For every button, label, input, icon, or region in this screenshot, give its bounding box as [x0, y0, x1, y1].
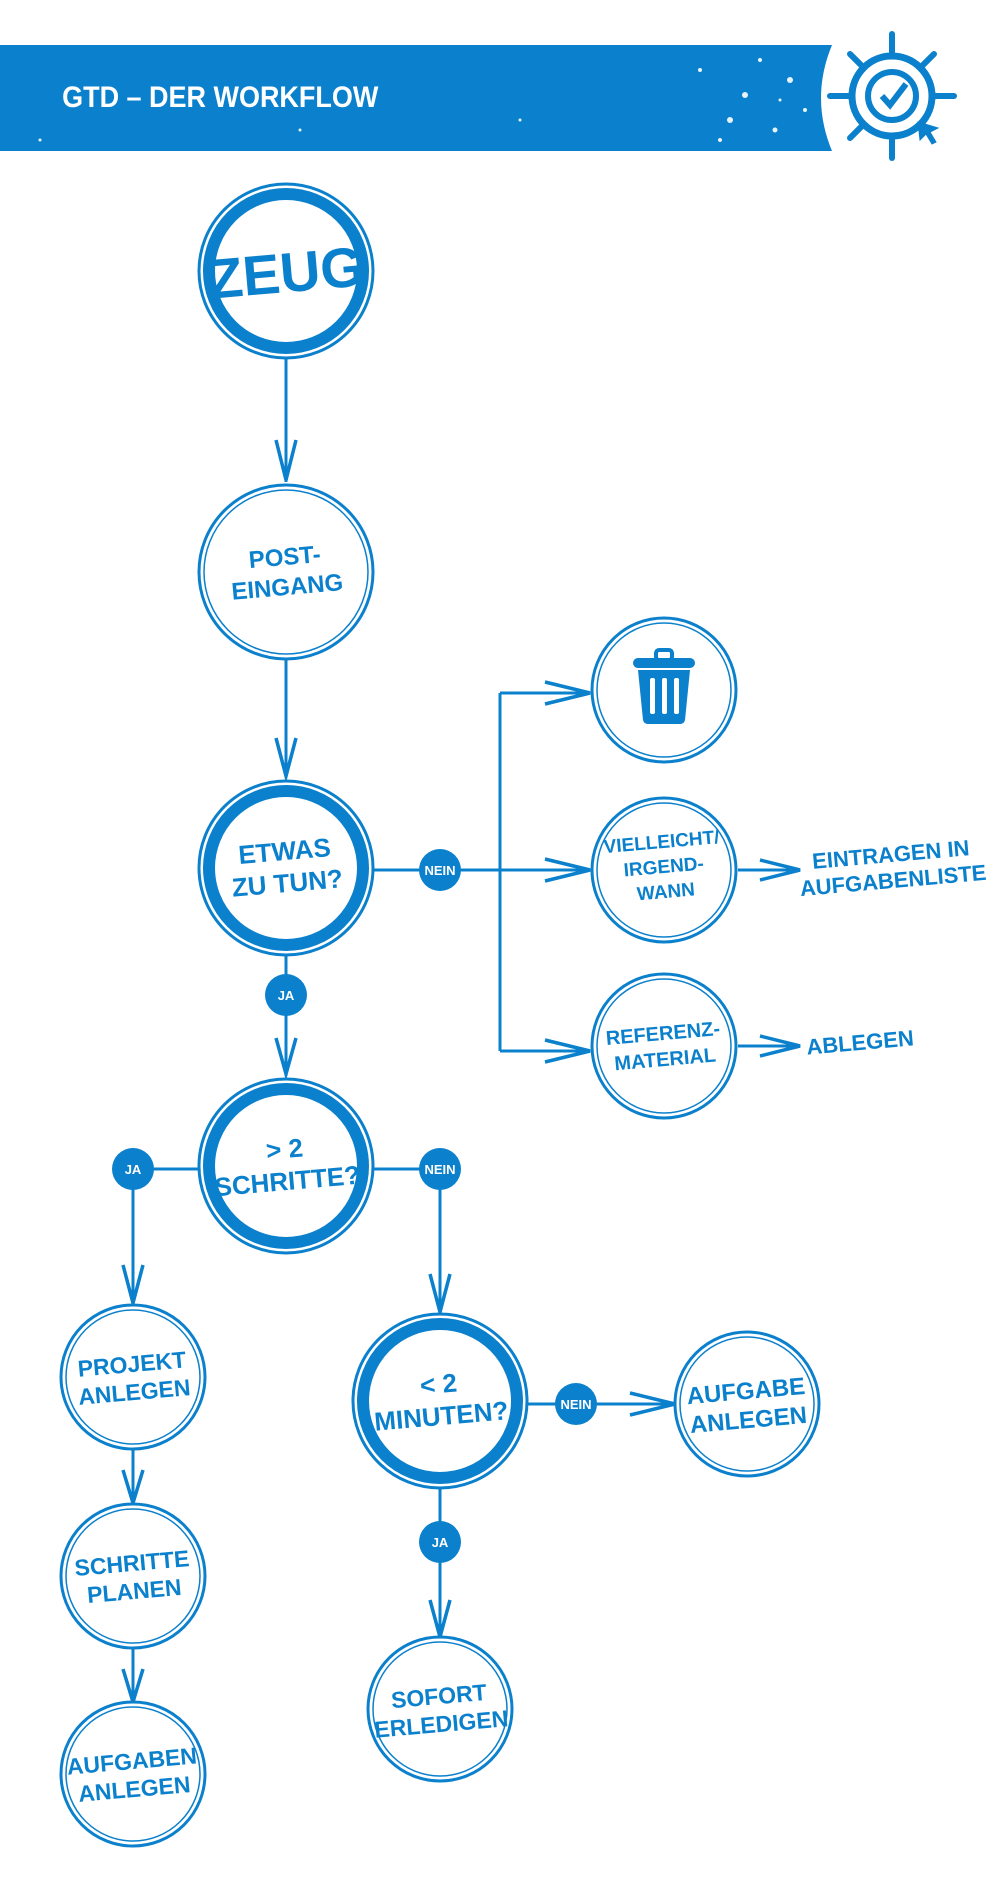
- outcome-ablegen: ABLEGEN: [805, 1025, 914, 1059]
- node-weniger-als-2-minuten: < 2 MINUTEN?: [351, 1312, 529, 1490]
- outcome-eintragen: EINTRAGEN IN AUFGABENLISTE: [799, 835, 987, 901]
- badge-ja: JA: [112, 1148, 154, 1190]
- badge-nein: NEIN: [555, 1383, 597, 1425]
- node-zeug: ZEUG: [197, 182, 375, 360]
- node-referenzmaterial: REFERENZ- MATERIAL: [590, 972, 738, 1120]
- svg-text:JA: JA: [278, 988, 295, 1003]
- badge-ja: JA: [419, 1521, 461, 1563]
- node-label: ZEUG: [206, 234, 366, 310]
- node-schritte-planen: SCHRITTE PLANEN: [59, 1502, 207, 1650]
- header-banner: GTD – DER WORKFLOW: [0, 45, 832, 151]
- node-aufgaben-anlegen: AUFGABEN ANLEGEN: [59, 1700, 207, 1848]
- node-sofort-erledigen: SOFORT ERLEDIGEN: [366, 1635, 514, 1783]
- page-title: GTD – DER WORKFLOW: [62, 81, 378, 115]
- node-label: WANN: [636, 879, 696, 905]
- badge-nein: NEIN: [419, 1148, 461, 1190]
- node-posteingang: POST- EINGANG: [197, 483, 375, 661]
- node-mehr-als-2-schritte: > 2 SCHRITTE?: [197, 1077, 375, 1255]
- node-etwas-zu-tun: ETWAS ZU TUN?: [197, 779, 375, 957]
- node-papierkorb: [590, 616, 738, 764]
- svg-text:NEIN: NEIN: [424, 1162, 455, 1177]
- node-label: < 2: [419, 1368, 458, 1401]
- node-vielleicht-irgendwann: VIELLEICHT/ IRGEND- WANN: [590, 796, 738, 944]
- connectors: [121, 358, 801, 1709]
- svg-text:JA: JA: [432, 1535, 449, 1550]
- badge-nein: NEIN: [419, 849, 461, 891]
- trash-icon: [633, 648, 695, 724]
- svg-text:NEIN: NEIN: [424, 863, 455, 878]
- badge-ja: JA: [265, 974, 307, 1016]
- node-label: > 2: [265, 1133, 304, 1166]
- node-aufgabe-anlegen: AUFGABE ANLEGEN: [673, 1330, 821, 1478]
- svg-text:JA: JA: [125, 1162, 142, 1177]
- node-projekt-anlegen: PROJEKT ANLEGEN: [59, 1303, 207, 1451]
- node-label: POST-: [248, 541, 322, 574]
- svg-text:NEIN: NEIN: [560, 1397, 591, 1412]
- ship-wheel-check-icon: [827, 31, 957, 161]
